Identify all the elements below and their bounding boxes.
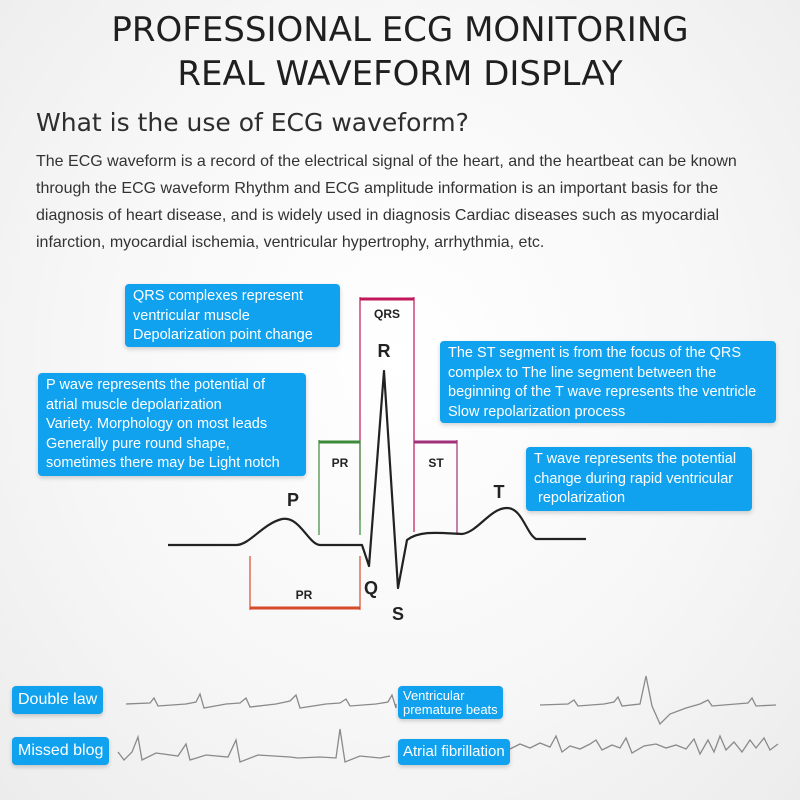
st-callout-line: complex to The line segment between the bbox=[448, 364, 717, 381]
st-bracket bbox=[414, 440, 458, 535]
p-wave-callout-line: sometimes there may be Light notch bbox=[46, 455, 280, 471]
st-label: ST bbox=[428, 456, 444, 470]
pr-bottom-label: PR bbox=[296, 588, 313, 602]
pr-top-label: PR bbox=[332, 456, 349, 470]
qrs-callout-line: ventricular muscle bbox=[133, 307, 250, 324]
body-paragraph: The ECG waveform is a record of the elec… bbox=[36, 153, 737, 251]
p-wave-callout-line: Generally pure round shape, bbox=[46, 435, 230, 452]
page-title-line-2: REAL WAVEFORM DISPLAY bbox=[177, 54, 623, 94]
vpb-label-line: premature beats bbox=[403, 701, 498, 717]
qrs-callout: QRS complexes represent ventricular musc… bbox=[125, 284, 340, 347]
t-wave-callout-line: T wave represents the potential bbox=[534, 451, 737, 467]
p-wave-callout-line: P wave represents the potential of bbox=[46, 377, 265, 393]
st-segment-callout: The ST segment is from the focus of the … bbox=[440, 341, 776, 423]
pr-top-bracket bbox=[318, 440, 361, 535]
missed-blog-strip bbox=[117, 728, 391, 763]
pr-bottom-bracket bbox=[249, 556, 361, 610]
vpb-strip bbox=[539, 675, 777, 726]
qrs-callout-line: Depolarization point change bbox=[133, 327, 313, 343]
vpb-label-line: Ventricular bbox=[403, 688, 465, 703]
double-law-label: Double law bbox=[12, 686, 104, 714]
double-law-strip bbox=[125, 692, 397, 709]
p-wave-letter: P bbox=[287, 490, 299, 510]
p-wave-callout-line: Variety. Morphology on most leads bbox=[46, 416, 268, 432]
t-wave-callout: T wave represents the potential change d… bbox=[526, 447, 752, 511]
t-wave-letter: T bbox=[494, 482, 505, 502]
qrs-bracket-label: QRS bbox=[374, 307, 400, 321]
s-wave-letter: S bbox=[392, 604, 404, 624]
r-wave-letter: R bbox=[378, 341, 391, 361]
p-wave-callout-line: atrial muscle depolarization bbox=[46, 396, 222, 413]
atrial-fibrillation-strip bbox=[509, 734, 779, 756]
q-wave-letter: Q bbox=[364, 578, 378, 598]
p-wave-callout: P wave represents the potential of atria… bbox=[38, 373, 306, 476]
missed-blog-label: Missed blog bbox=[12, 737, 110, 765]
t-wave-callout-line: change during rapid ventricular bbox=[534, 470, 734, 487]
st-callout-line: beginning of the T wave represents the v… bbox=[448, 384, 757, 400]
page-title-line-1: PROFESSIONAL ECG MONITORING bbox=[111, 10, 689, 50]
t-wave-callout-line: repolarization bbox=[534, 490, 626, 506]
section-heading: What is the use of ECG waveform? bbox=[36, 108, 469, 137]
ventricular-premature-beats-label: Ventricular premature beats bbox=[398, 686, 503, 719]
qrs-callout-line: QRS complexes represent bbox=[133, 288, 304, 304]
ecg-waveform bbox=[168, 369, 586, 590]
atrial-fibrillation-label: Atrial fibrillation bbox=[398, 739, 510, 765]
st-callout-line: Slow repolarization process bbox=[448, 403, 626, 420]
st-callout-line: The ST segment is from the focus of the … bbox=[448, 345, 742, 361]
